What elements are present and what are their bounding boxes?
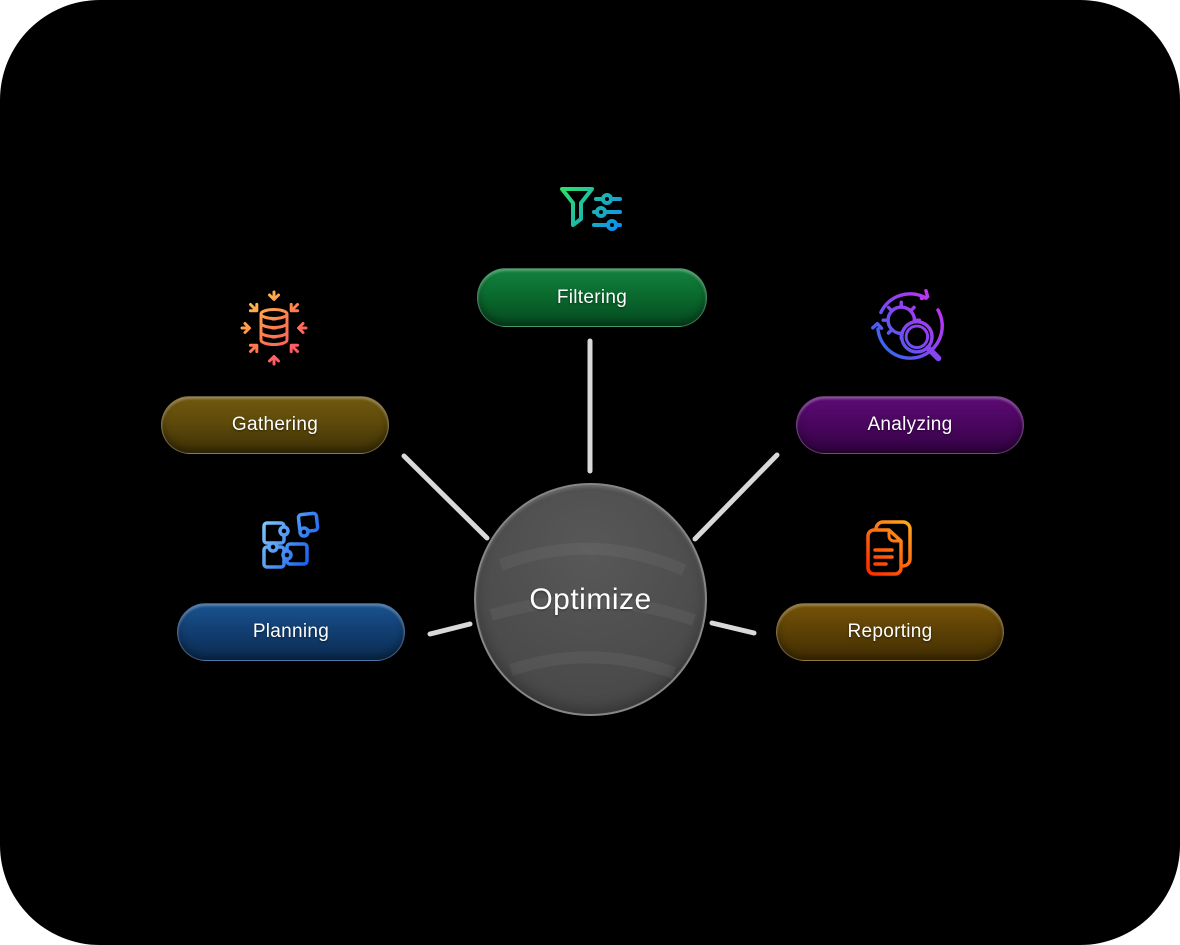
connector-gathering	[401, 453, 490, 541]
node-analyzing-label: Analyzing	[867, 414, 953, 435]
report-document-icon	[866, 520, 912, 576]
node-gathering-label: Gathering	[231, 414, 319, 435]
node-gathering[interactable]: Gathering	[161, 396, 389, 454]
node-reporting[interactable]: Reporting	[776, 603, 1004, 661]
node-reporting-label: Reporting	[847, 621, 933, 642]
puzzle-pieces-icon	[262, 511, 320, 569]
node-planning-label: Planning	[252, 621, 330, 642]
node-planning[interactable]: Planning	[177, 603, 405, 661]
connector-planning	[427, 621, 473, 637]
node-analyzing[interactable]: Analyzing	[796, 396, 1024, 454]
connector-reporting	[709, 620, 757, 636]
node-optimize-label: Optimize	[529, 582, 652, 616]
database-collect-icon	[240, 290, 308, 366]
funnel-sliders-icon	[560, 187, 622, 231]
node-filtering[interactable]: Filtering	[477, 268, 707, 327]
connector-analyzing	[692, 452, 780, 542]
node-optimize[interactable]: Optimize	[474, 483, 707, 716]
gear-magnifier-icon	[871, 288, 944, 362]
circle-texture	[489, 542, 696, 679]
node-filtering-label: Filtering	[556, 286, 628, 308]
